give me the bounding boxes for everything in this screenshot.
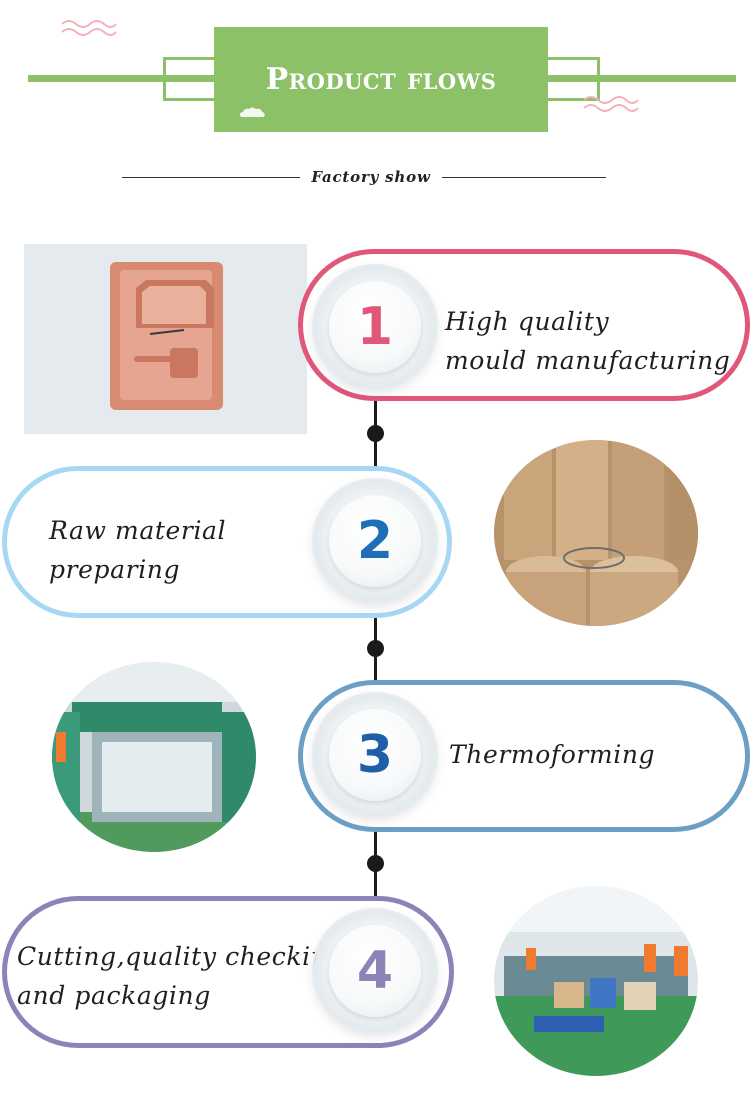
timeline-dot (367, 640, 384, 657)
step-4-number-badge: 4 (314, 910, 436, 1032)
cloud-icon (239, 107, 265, 117)
packaging-workshop-photo (494, 886, 698, 1076)
step-4-line-2: and packaging (17, 981, 211, 1010)
banner-bracket-left (163, 57, 223, 101)
material-rolls-photo (494, 440, 698, 626)
step-2-number: 2 (356, 511, 394, 571)
step-1-line-2: mould manufacturing (445, 346, 731, 375)
step-1-line-1: High quality (445, 307, 610, 336)
step-1-number-badge: 1 (314, 266, 436, 388)
step-2-number-badge: 2 (314, 480, 436, 602)
step-4-number: 4 (356, 941, 394, 1001)
subtitle-rule-left (122, 177, 300, 178)
timeline-dot (367, 855, 384, 872)
step-4-line-1: Cutting,quality checking (17, 942, 345, 971)
step-2-line-2: preparing (49, 555, 181, 584)
banner-bracket-right (540, 57, 600, 101)
wave-decoration (583, 96, 639, 112)
subtitle: Factory show (311, 168, 431, 186)
subtitle-rule-right (442, 177, 606, 178)
pink-mould-tray-photo (24, 244, 307, 434)
step-2-text: Raw material preparing (49, 511, 226, 589)
step-3-number-badge: 3 (314, 694, 436, 816)
wave-decoration (61, 20, 117, 36)
step-4-text: Cutting,quality checking and packaging (17, 937, 344, 1015)
step-3-number: 3 (356, 725, 394, 785)
page-title: Product flows (265, 62, 497, 97)
step-3-text: Thermoforming (449, 735, 655, 774)
banner-line-left (28, 75, 224, 82)
title-banner: Product flows (214, 27, 548, 132)
step-1-text: High quality mould manufacturing (445, 302, 730, 380)
timeline-dot (367, 425, 384, 442)
thermoforming-machine-photo (52, 662, 256, 852)
step-1-number: 1 (356, 297, 394, 357)
step-2-line-1: Raw material (49, 516, 227, 545)
step-3-line-1: Thermoforming (449, 740, 656, 769)
banner-line-right (540, 75, 736, 82)
